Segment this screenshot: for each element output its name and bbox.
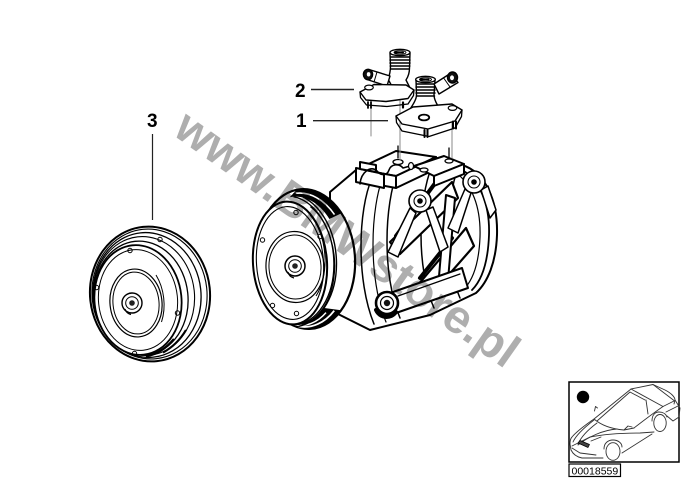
svg-text:00018559: 00018559	[572, 466, 619, 478]
svg-text:3: 3	[147, 111, 158, 132]
svg-text:2: 2	[295, 81, 306, 102]
svg-text:1: 1	[296, 111, 307, 132]
